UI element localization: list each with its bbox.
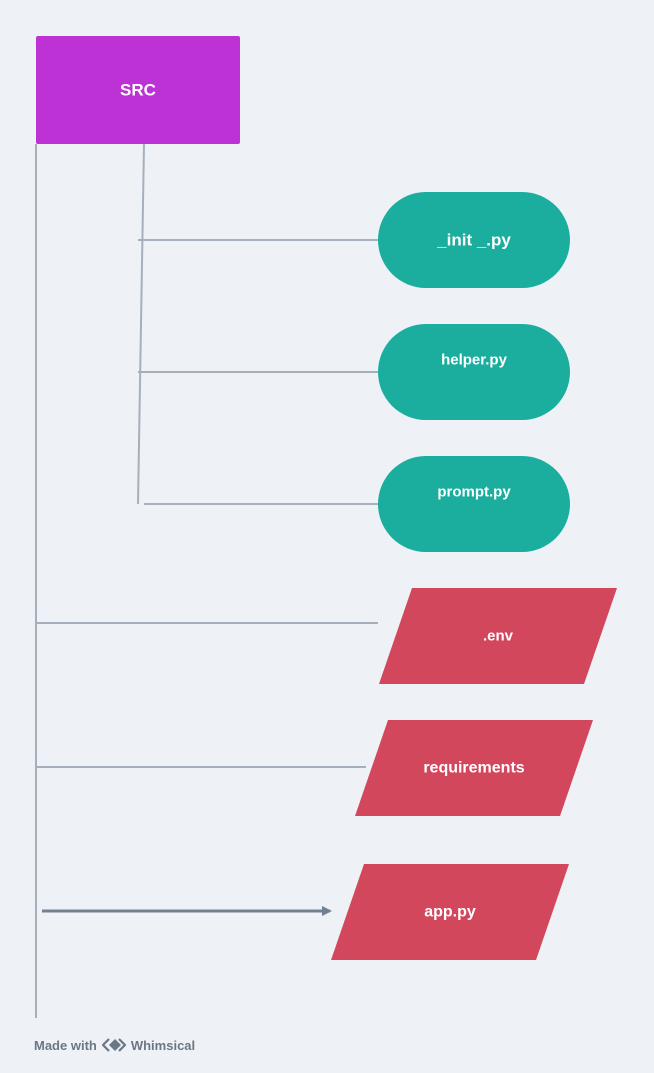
root-node-src[interactable]: SRC bbox=[36, 36, 240, 144]
file-node-label: .env bbox=[483, 628, 514, 645]
module-node-init[interactable]: _init _.py bbox=[378, 192, 570, 288]
file-node-shape bbox=[379, 588, 617, 684]
whimsical-logo-icon bbox=[101, 1037, 126, 1053]
src-branch-line bbox=[137, 143, 145, 505]
file-node-label: app.py bbox=[424, 904, 476, 921]
made-with-label: Made with bbox=[34, 1037, 97, 1053]
root-node-box bbox=[36, 36, 240, 144]
module-node-label: helper.py bbox=[441, 352, 508, 369]
made-with-footer[interactable]: Made with Whimsical bbox=[34, 1037, 195, 1053]
file-node-shape bbox=[331, 864, 569, 960]
module-node-shape bbox=[378, 192, 570, 288]
module-node-shape bbox=[378, 324, 570, 420]
whimsical-brand-label: Whimsical bbox=[130, 1037, 196, 1053]
module-node-prompt[interactable]: prompt.py bbox=[378, 456, 570, 552]
module-node-label: _init _.py bbox=[436, 231, 511, 250]
file-node-env[interactable]: .env bbox=[379, 588, 617, 684]
module-node-helper[interactable]: helper.py bbox=[378, 324, 570, 420]
file-node-requirements[interactable]: requirements bbox=[355, 720, 593, 816]
module-node-shape bbox=[378, 456, 570, 552]
file-node-shape bbox=[355, 720, 593, 816]
file-node-label: requirements bbox=[423, 760, 524, 777]
root-node-label: SRC bbox=[120, 81, 156, 100]
module-node-label: prompt.py bbox=[437, 484, 511, 501]
file-node-app[interactable]: app.py bbox=[331, 864, 569, 960]
